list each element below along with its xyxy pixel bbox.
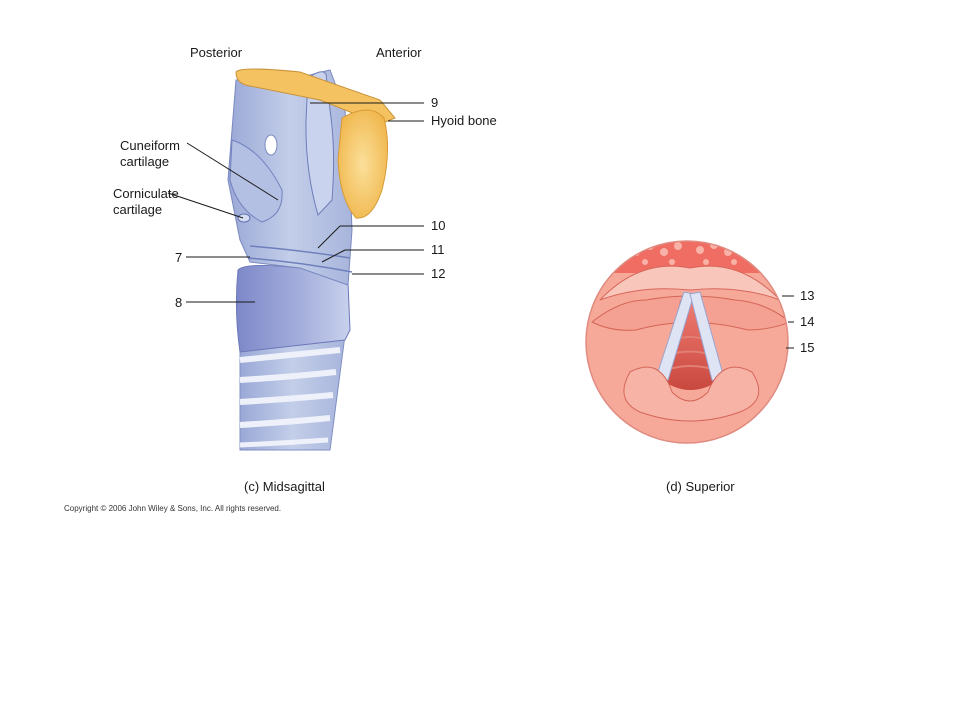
midsagittal-caption: (c) Midsagittal (244, 479, 325, 494)
cuneiform-label-line1: Cuneiform (120, 138, 180, 153)
vestibular-fold (249, 245, 351, 259)
arytenoid-region (229, 139, 283, 223)
label-7: 7 (175, 250, 183, 265)
label-11: 11 (431, 242, 445, 257)
label-8: 8 (175, 295, 183, 310)
label-13: 13 (800, 288, 815, 303)
arytenoid-bulges (623, 366, 760, 422)
corniculate-nodule (237, 213, 251, 223)
hyoid-bone (235, 68, 396, 125)
label-9: 9 (431, 95, 439, 110)
anterior-label: Anterior (376, 45, 422, 60)
corniculate-label-line2: cartilage (113, 202, 163, 217)
cuneiform-label-line2: cartilage (120, 154, 170, 169)
hyoid-bone-label: Hyoid bone (431, 113, 497, 128)
copyright-notice: Copyright © 2006 John Wiley & Sons, Inc.… (64, 504, 282, 513)
midsagittal-leader-lines (167, 102, 424, 303)
label-10: 10 (431, 218, 446, 233)
superior-leader-lines (782, 295, 794, 349)
superior-caption: (d) Superior (666, 479, 735, 494)
laryngeal-opening (264, 134, 278, 156)
cricoid-cartilage (235, 264, 351, 353)
epiglottis (305, 71, 335, 216)
trachea (239, 334, 346, 451)
corniculate-label-line1: Corniculate (113, 186, 179, 201)
label-14: 14 (800, 314, 815, 329)
pre-epiglottic-fat (337, 109, 389, 219)
label-15: 15 (800, 340, 815, 355)
vocal-fold (247, 257, 353, 273)
posterior-label: Posterior (190, 45, 243, 60)
label-12: 12 (431, 266, 446, 281)
